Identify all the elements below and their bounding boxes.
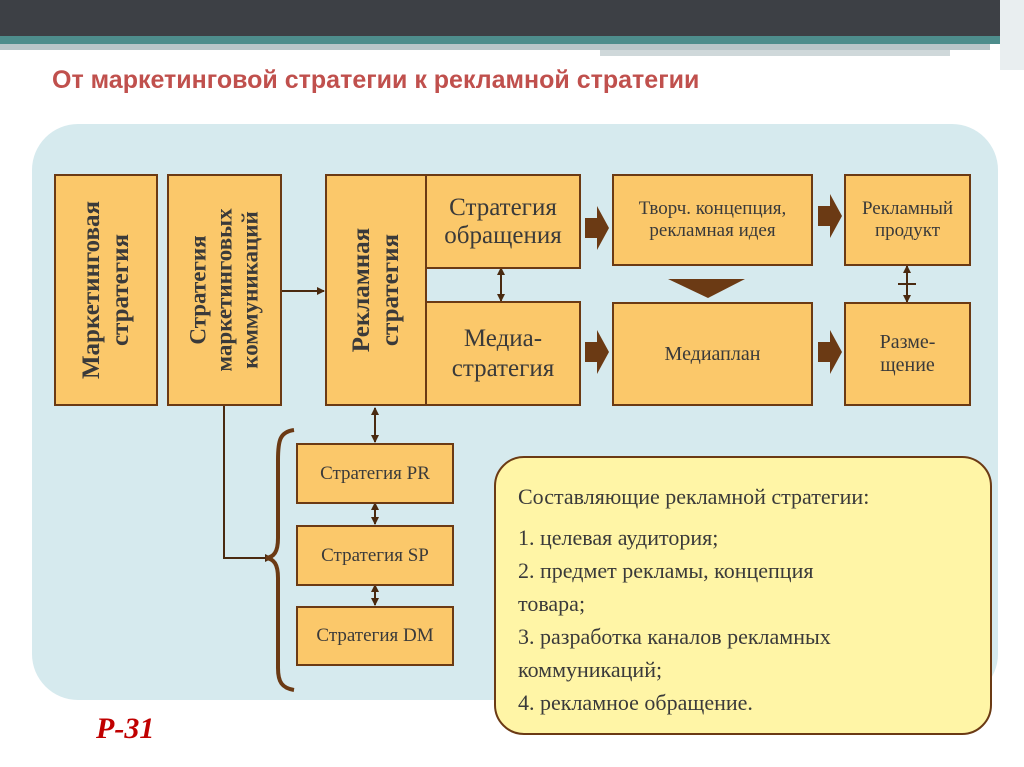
message-strategy-line2: обращения xyxy=(444,222,562,249)
placement-line2: щение xyxy=(880,354,935,376)
pr-strategy-box: Стратегия PR xyxy=(296,443,454,504)
placement-line1: Разме- xyxy=(879,331,936,353)
header-teal-bar xyxy=(0,36,1000,44)
message-strategy-line1: Стратегия xyxy=(449,194,557,221)
ad-product-box: Рекламный продукт xyxy=(844,174,971,266)
components-item: 2. предмет рекламы, концепция xyxy=(518,558,814,583)
media-strategy-box: Медиа- стратегия xyxy=(425,301,581,406)
components-heading: Составляющие рекламной стратегии: xyxy=(518,484,870,509)
marketing-strategy-box: Маркетинговая стратегия xyxy=(54,174,158,406)
media-strategy-line2: стратегия xyxy=(451,354,555,382)
marketing-strategy-line1: Маркетинговая xyxy=(78,200,106,380)
mc-strategy-line3: коммуникаций xyxy=(237,211,263,369)
components-item: товара; xyxy=(518,591,586,616)
placement-box: Разме- щение xyxy=(844,302,971,406)
mc-strategy-box: Стратегия маркетинговых коммуникаций xyxy=(167,174,282,406)
slide-code-label: Р-31 xyxy=(96,712,155,745)
message-strategy-box: Стратегия обращения xyxy=(425,174,581,269)
dm-strategy-box: Стратегия DM xyxy=(296,606,454,666)
mc-strategy-line1: Стратегия xyxy=(185,235,211,345)
media-strategy-line1: Медиа- xyxy=(463,324,543,352)
pr-strategy-label: Стратегия PR xyxy=(320,462,430,484)
ad-strategy-line1: Рекламная xyxy=(348,227,375,353)
page-title: От маркетинговой стратегии к рекламной с… xyxy=(52,66,700,94)
dm-strategy-label: Стратегия DM xyxy=(316,625,434,646)
components-item: 1. целевая аудитория; xyxy=(518,525,719,550)
components-item: 4. рекламное обращение. xyxy=(518,690,753,715)
media-plan-box: Медиаплан xyxy=(612,302,813,406)
creative-concept-line2: рекламная идея xyxy=(649,220,776,241)
header-light-bar xyxy=(600,50,950,56)
header-shade-bar xyxy=(0,44,990,50)
sp-strategy-label: Стратегия SP xyxy=(321,544,429,566)
ad-strategy-box: Рекламная стратегия xyxy=(325,174,427,406)
components-item: 3. разработка каналов рекламных xyxy=(518,624,831,649)
components-note: Составляющие рекламной стратегии: 1. цел… xyxy=(494,456,992,735)
media-plan-label: Медиаплан xyxy=(664,342,761,365)
ad-product-line1: Рекламный xyxy=(861,198,954,219)
mc-strategy-line2: маркетинговых xyxy=(211,208,237,372)
creative-concept-line1: Творч. концепция, xyxy=(638,198,787,219)
header-corner xyxy=(1000,0,1024,70)
components-item: коммуникаций; xyxy=(518,657,663,682)
ad-product-line2: продукт xyxy=(874,220,941,241)
marketing-strategy-line2: стратегия xyxy=(107,233,135,347)
sp-strategy-box: Стратегия SP xyxy=(296,525,454,586)
creative-concept-box: Творч. концепция, рекламная идея xyxy=(612,174,813,266)
ad-strategy-line2: стратегия xyxy=(377,233,404,347)
header-dark-bar xyxy=(0,0,1024,36)
